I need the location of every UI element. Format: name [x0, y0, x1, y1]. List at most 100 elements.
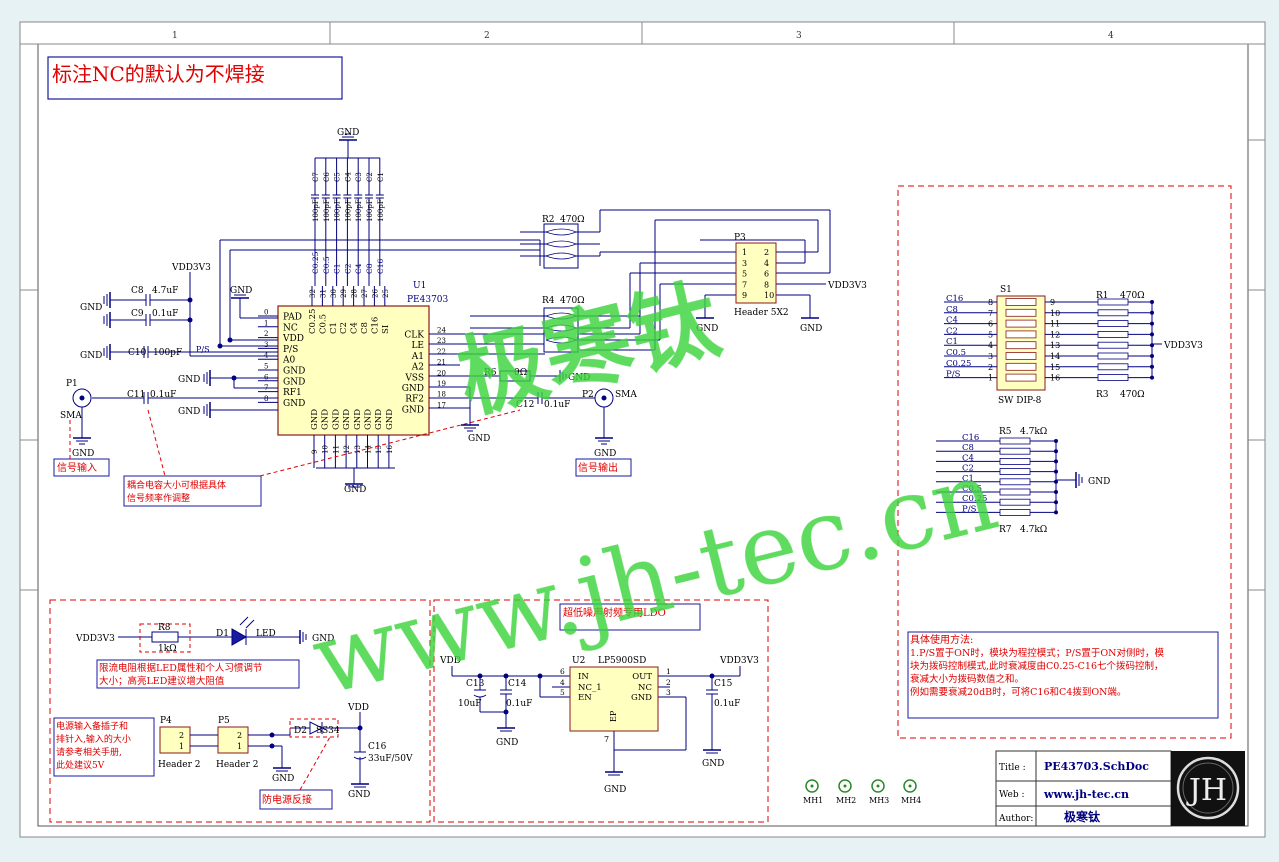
dip-slot-0: [1005, 298, 1037, 306]
title-block: Title : PE43703.SchDoc Web : www.jh-tec.…: [995, 750, 1245, 827]
dip-slot-3: [1005, 330, 1037, 339]
top-cap-value-C3: 100pF: [355, 199, 363, 222]
u1-pin-name-30: C1: [329, 322, 339, 334]
p1-ref: P1: [66, 379, 78, 389]
dip-net-3: C2: [946, 326, 958, 336]
p3-pin-6: 6: [764, 270, 769, 279]
top-gnd-label: GND: [337, 128, 359, 138]
s1-pin-11: 11: [1050, 320, 1060, 329]
c9-ref: C9: [131, 309, 144, 319]
dip-net-2: C4: [946, 316, 958, 326]
dip-vdd-label: VDD3V3: [1163, 341, 1203, 351]
power-note-1: 电源输入备插子和: [56, 720, 128, 732]
c11-value: 0.1uF: [150, 390, 176, 400]
p3-gnd-right: GND: [800, 324, 822, 334]
u1-pin-name-15: GND: [374, 409, 384, 430]
u2-pin-num-3: 3: [666, 688, 671, 697]
ldo-title-box: [559, 603, 701, 631]
r6-value: 0Ω: [514, 368, 527, 378]
power-dots: [269, 725, 363, 749]
u1-pin-name-10: GND: [321, 409, 331, 430]
u1-pin-num-27: 27: [361, 289, 369, 298]
u1-pin-name-1: NC: [283, 323, 298, 333]
mounting-hole-label-MH1: MH1: [803, 796, 823, 805]
pulldown-net-0: C16: [962, 433, 979, 443]
s1-pin-13: 13: [1050, 341, 1060, 350]
power-note-4: 此处建议5V: [56, 759, 105, 771]
u1-pin-name-27: C8: [360, 322, 370, 334]
signal-in-box: [53, 458, 110, 477]
u1-pin-name-32: C0.25: [308, 309, 318, 334]
ldo-dots: [477, 673, 715, 715]
r8-ref: R8: [158, 623, 171, 633]
c16-ref: C16: [368, 742, 387, 752]
c16-value: 33uF/50V: [368, 754, 413, 764]
p3-ref: P3: [734, 233, 746, 243]
u1-pin-num-23: 23: [437, 337, 446, 345]
logo-letters: JH: [1186, 773, 1227, 808]
gnd-label-p1: GND: [72, 449, 94, 459]
grid-col-1: 1: [172, 31, 178, 41]
c12-ref: C12: [516, 400, 534, 410]
u1-pin-num-6: 6: [264, 373, 269, 381]
p3-vdd-label: VDD3V3: [827, 281, 867, 291]
u1-pin-num-32: 32: [309, 289, 317, 298]
p3-pin-7: 7: [742, 280, 747, 289]
dip-net-5: C0.5: [946, 348, 966, 358]
top-cap-net-1: C0.5: [322, 256, 331, 274]
grid-col-2: 2: [484, 31, 490, 41]
p3-pin-10: 10: [764, 291, 774, 300]
ps-net-label: P/S: [196, 345, 210, 354]
u1-pin-name-13: GND: [353, 409, 363, 430]
c10-ref: C10: [128, 348, 147, 358]
u1-part: PE43703: [407, 295, 449, 305]
c15-ref: C15: [714, 679, 733, 689]
u2-ep: EP: [609, 710, 618, 722]
u1-pin-num-24: 24: [437, 327, 446, 335]
u1-bottom-gnd-symbol: [316, 467, 395, 488]
note-title-box: [47, 56, 343, 100]
note-title: 标注NC的默认为不焊接: [52, 62, 265, 86]
gnd-label-pad: GND: [230, 286, 252, 296]
u1-pin-name-9: GND: [310, 409, 320, 430]
p5-gnd-label: GND: [272, 774, 294, 784]
u1-pin-name-24: CLK: [404, 331, 424, 341]
u1-pin-name-23: LE: [411, 341, 424, 351]
u1-pin-num-17: 17: [437, 401, 446, 409]
p4-header: P4 2 1 Header 2: [158, 716, 201, 770]
gnd-label-p8: GND: [178, 407, 200, 417]
top-cap-ref-C6: C6: [323, 172, 331, 182]
u1-pin-num-16: 16: [386, 445, 394, 454]
mounting-hole-label-MH4: MH4: [901, 796, 921, 805]
usage-line-3: 衰减大小为拨码数值之和。: [910, 673, 1024, 685]
u1-pin-num-0: 0: [264, 309, 268, 317]
r6-ref: R6: [484, 368, 497, 378]
u2-pin-num-5: 5: [560, 688, 565, 697]
ldo-vdd-out: VDD3V3: [719, 656, 759, 666]
u1-pin-name-25: SI: [381, 325, 391, 334]
c11-ref: C11: [127, 390, 145, 400]
d1-part: LED: [256, 629, 276, 639]
r2-ref: R2: [542, 215, 555, 225]
u1-pin-num-28: 28: [351, 289, 359, 298]
vdd-label-left: VDD3V3: [171, 263, 211, 273]
u1-pin-name-28: C4: [350, 322, 360, 334]
top-cap-value-C1: 100pF: [377, 199, 385, 222]
s1-pin-7: 7: [988, 309, 993, 318]
usage-line-2: 块为拨码控制模式,此时衰减度由C0.25-C16七个拨码控制，: [910, 660, 1164, 672]
u1-pin-num-30: 30: [330, 289, 338, 298]
dip-slot-4: [1005, 341, 1037, 350]
coupling-note-1: 耦合电容大小可根据具体: [127, 479, 226, 491]
d1-ref: D1: [216, 629, 229, 639]
p2-ref: P2: [582, 390, 594, 400]
u1-pin-name-3: P/S: [283, 345, 298, 355]
u1-pin-num-26: 26: [371, 289, 379, 298]
u2-pin-num-4: 4: [560, 678, 565, 687]
grid-col-4: 4: [1108, 31, 1114, 41]
left-circuit-dots: [187, 297, 237, 381]
s1-pin-9: 9: [1050, 298, 1055, 307]
dip-net-6: C0.25: [946, 359, 971, 369]
p2-type: SMA: [615, 390, 637, 400]
